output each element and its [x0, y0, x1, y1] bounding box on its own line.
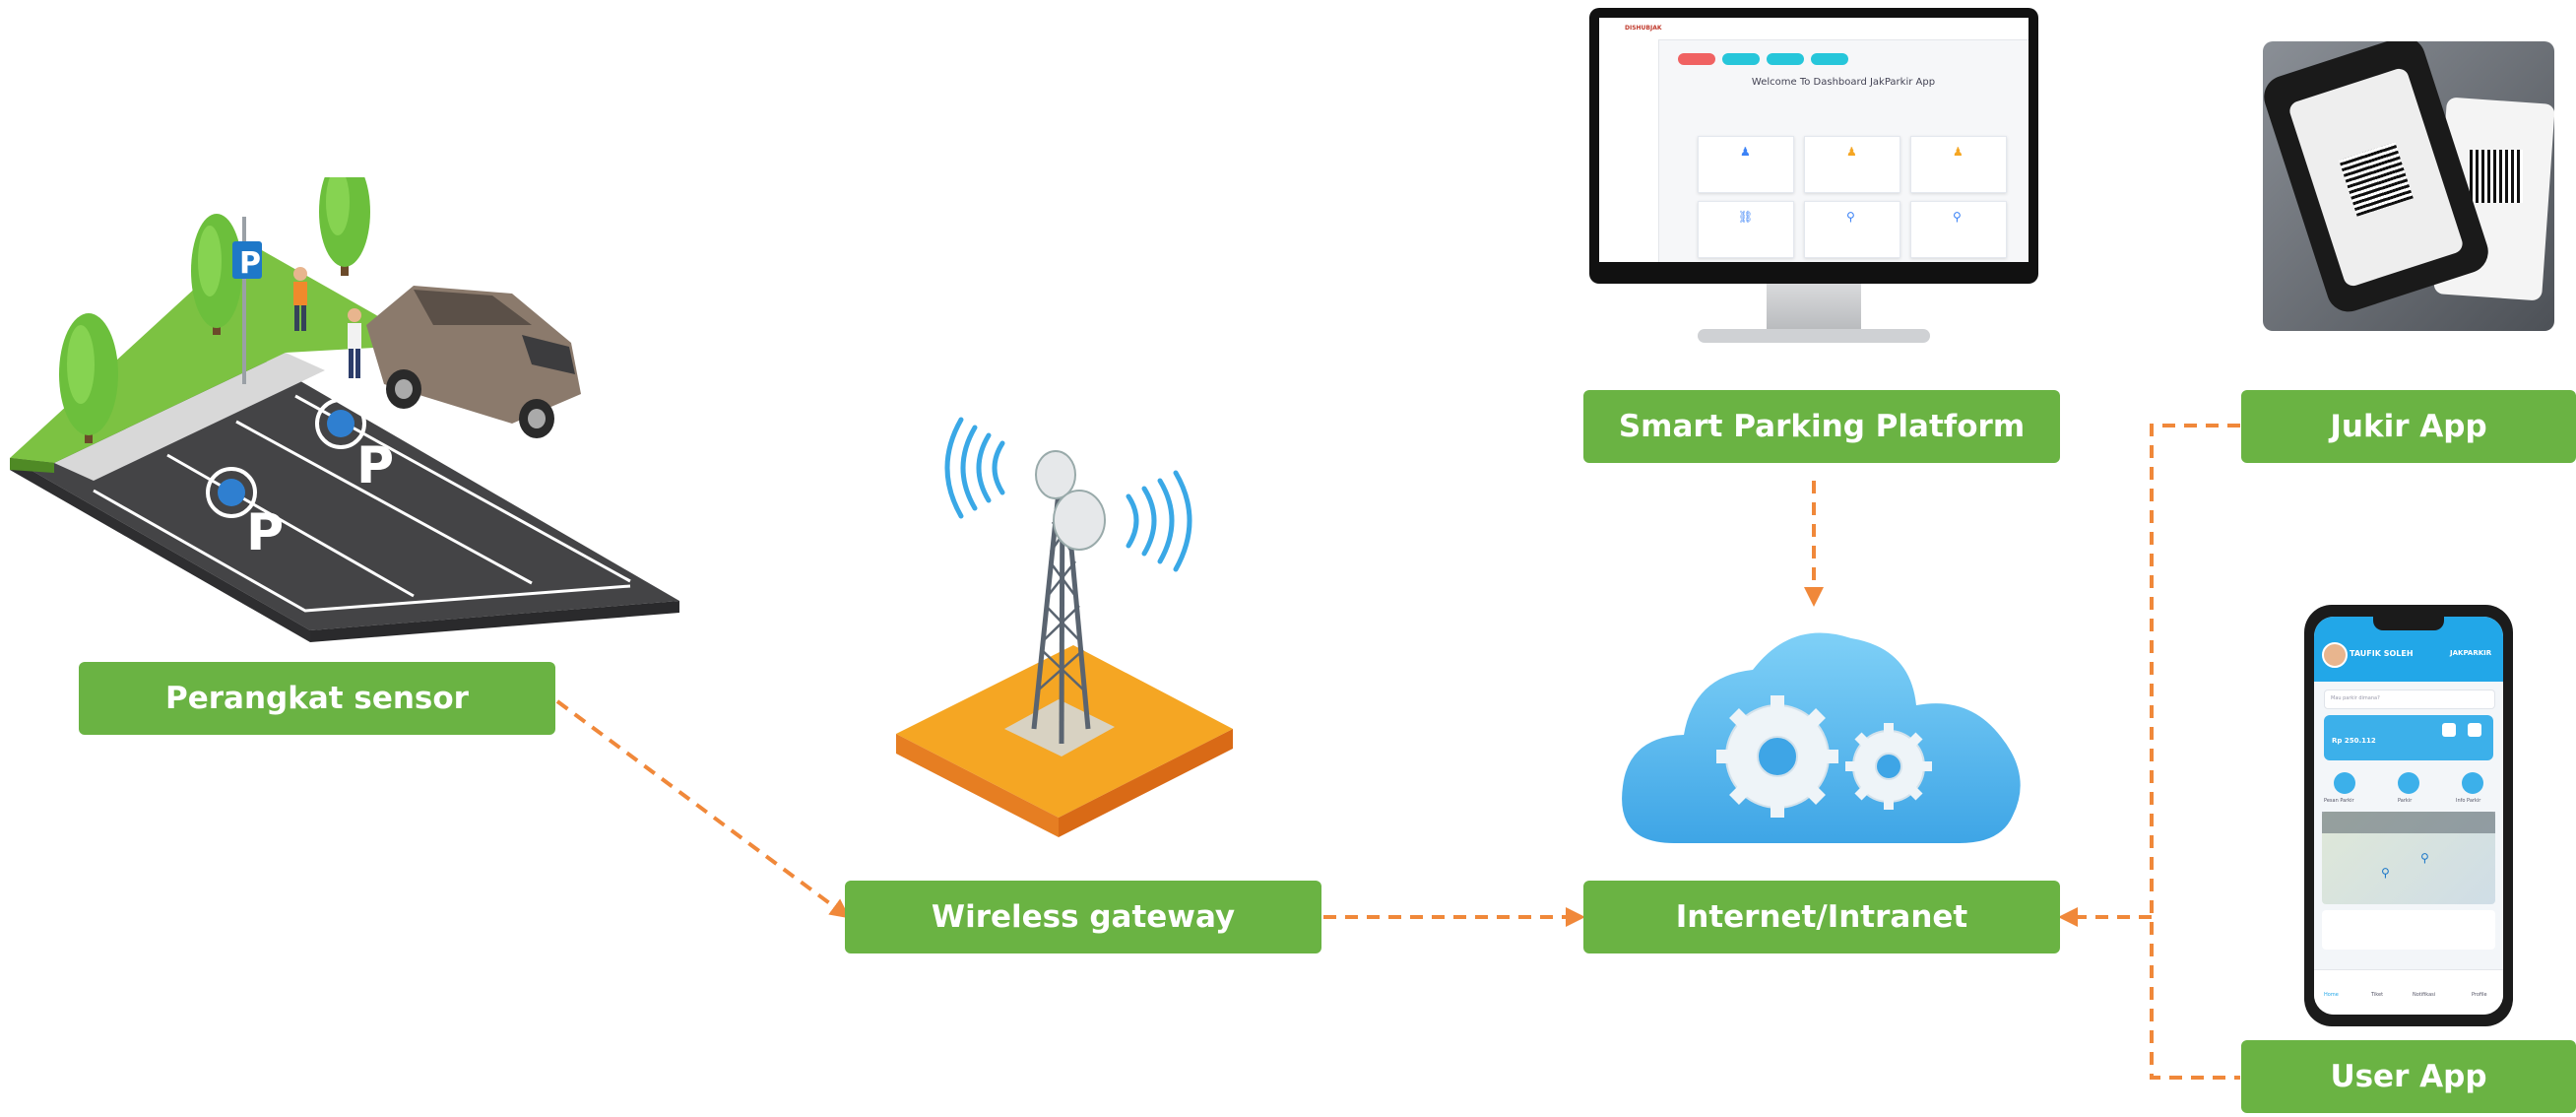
attendant-icon	[293, 267, 307, 331]
location-icon: ⚲	[1846, 210, 1855, 224]
dashboard-card[interactable]: ♟	[1698, 136, 1794, 193]
location-pin-icon: ⚲	[2420, 851, 2429, 865]
jukir-app-photo	[2263, 41, 2554, 331]
dashboard-tab-button[interactable]	[1678, 53, 1715, 65]
nav-tiket[interactable]: Tiket	[2371, 992, 2384, 998]
app-brand: JAKPARKIR	[2450, 649, 2492, 657]
dashboard-brand: DISHUBJAK	[1625, 25, 1662, 32]
person-icon: ♟	[1846, 145, 1857, 159]
parking-sign-icon: P	[232, 217, 262, 384]
wireless-tower-icon	[896, 417, 1233, 837]
tree-icon	[59, 313, 118, 443]
parking-sensor-icon: P	[206, 467, 284, 562]
search-input[interactable]: Mau parkir dimana?	[2324, 690, 2495, 709]
monitor-icon: DISHUBJAK Welcome To Dashboard JakParkir…	[1589, 8, 2038, 284]
person-icon: ♟	[1953, 145, 1964, 159]
balance-value: Rp 250.112	[2332, 737, 2376, 745]
topup-icon[interactable]	[2442, 723, 2456, 737]
search-placeholder: Mau parkir dimana?	[2331, 695, 2380, 701]
parking-sensor-icon: P	[315, 398, 394, 495]
dashboard-tab-button[interactable]	[1811, 53, 1848, 65]
location-pin-icon: ⚲	[2381, 866, 2390, 880]
sensor-to-gateway-connector	[555, 699, 851, 919]
nav-notifikasi[interactable]: Notifikasi	[2413, 992, 2436, 998]
info-parkir-button[interactable]	[2462, 772, 2483, 794]
dashboard-tab-button[interactable]	[1767, 53, 1804, 65]
monitor-stand	[1767, 284, 1861, 331]
dashboard-sidebar	[1599, 39, 1659, 262]
dashboard-card[interactable]: ⚲	[1910, 201, 2007, 258]
location-icon: ⚲	[1953, 210, 1962, 224]
add-icon[interactable]	[2468, 723, 2481, 737]
nav-home[interactable]: Home	[2324, 992, 2339, 998]
bottom-nav: Home Tiket Notifikasi Profile	[2314, 969, 2503, 1015]
nav-profile[interactable]: Profile	[2472, 992, 2487, 998]
smart-parking-platform-label: Smart Parking Platform	[1583, 390, 2060, 463]
internet-intranet-label: Internet/Intranet	[1583, 881, 2060, 953]
dashboard-card[interactable]: ⛓	[1698, 201, 1794, 258]
perangkat-sensor-label: Perangkat sensor	[79, 662, 555, 735]
dashboard-card[interactable]: ♟	[1910, 136, 2007, 193]
person-icon: ♟	[1740, 145, 1751, 159]
driver-icon	[348, 308, 361, 378]
tree-icon	[319, 177, 370, 276]
parkir-button[interactable]	[2398, 772, 2419, 794]
map-view[interactable]: ⚲ ⚲	[2322, 812, 2495, 904]
avatar[interactable]	[2322, 642, 2348, 668]
monitor-base	[1698, 329, 1930, 343]
jukir-app-bus-connector	[2150, 424, 2240, 1080]
info-parkir-label: Info Parkir	[2456, 798, 2481, 804]
pesan-parkir-label: Pesan Parkir	[2324, 798, 2354, 804]
svg-text:P: P	[356, 436, 394, 495]
address-card	[2322, 910, 2495, 950]
balance-card: Rp 250.112	[2324, 715, 2493, 760]
svg-text:P: P	[239, 246, 261, 281]
qr-code-icon	[2470, 150, 2523, 203]
tree-icon	[191, 214, 242, 335]
user-app-phone: TAUFIK SOLEH JAKPARKIR Mau parkir dimana…	[2304, 605, 2513, 1026]
dashboard-tab-button[interactable]	[1722, 53, 1760, 65]
dashboard-screen: DISHUBJAK Welcome To Dashboard JakParkir…	[1599, 18, 2029, 262]
jukir-app-label: Jukir App	[2241, 390, 2576, 463]
car-icon	[366, 286, 581, 438]
dashboard-welcome: Welcome To Dashboard JakParkir App	[1751, 77, 1936, 88]
parkir-label: Parkir	[2398, 798, 2413, 804]
dashboard-card[interactable]: ♟	[1804, 136, 1900, 193]
pesan-parkir-button[interactable]	[2334, 772, 2355, 794]
cloud-gears-icon	[1622, 632, 2021, 843]
dashboard-card[interactable]: ⚲	[1804, 201, 1900, 258]
svg-text:P: P	[246, 503, 284, 562]
parking-lot-illustration: P P P	[10, 177, 679, 642]
user-name: TAUFIK SOLEH	[2350, 649, 2414, 658]
user-app-label: User App	[2241, 1040, 2576, 1113]
wireless-gateway-label: Wireless gateway	[845, 881, 1321, 953]
car-icon: ⛓	[1738, 210, 1754, 224]
